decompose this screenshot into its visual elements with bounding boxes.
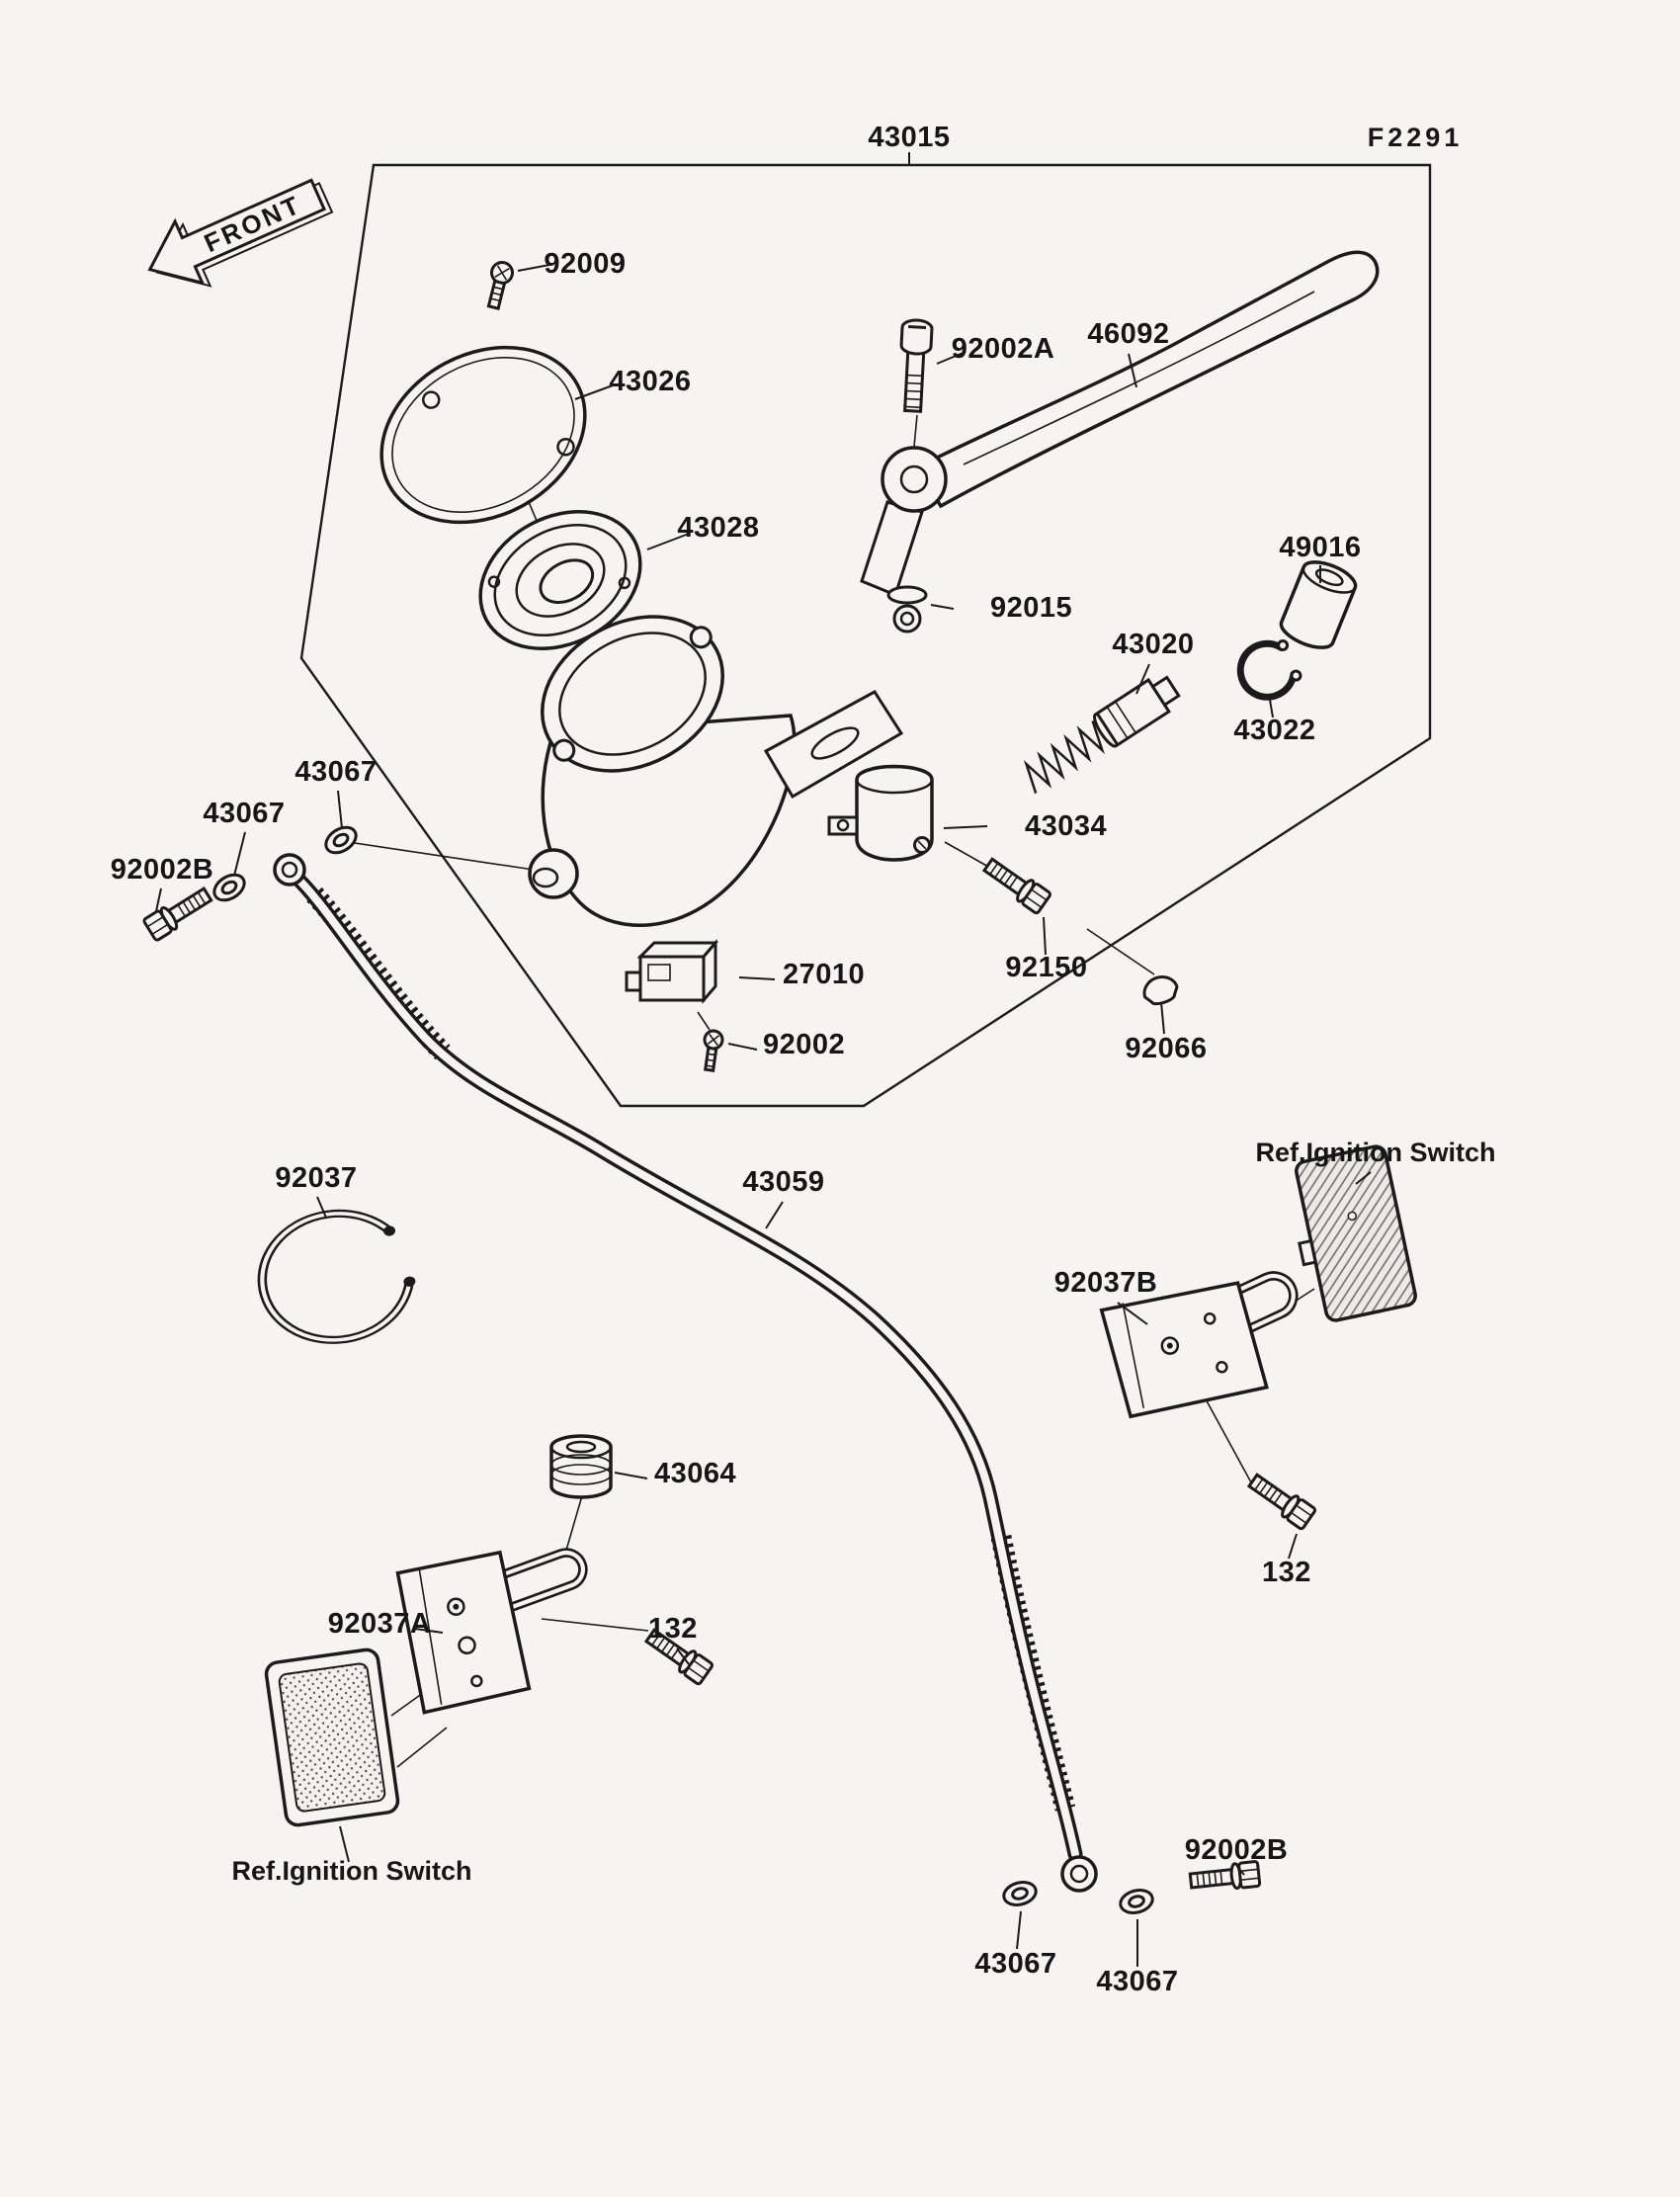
part-label-92002a: 92002A	[952, 333, 1055, 365]
ignition-switch-block-left	[264, 1648, 400, 1827]
bracket-plate-right	[1099, 1281, 1269, 1419]
figure-code-label: F2291	[1368, 123, 1464, 152]
banjo-bolt-92002b-bottom	[1188, 1859, 1262, 1895]
part-label-43067-a: 43067	[294, 756, 377, 788]
hose-banjo-eye-top	[273, 853, 306, 887]
pivot-nut-92015	[886, 585, 928, 634]
part-label-92009: 92009	[544, 248, 626, 280]
part-label-46092: 46092	[1087, 318, 1169, 350]
part-label-43022: 43022	[1233, 715, 1315, 746]
circlip-43022	[1236, 638, 1302, 701]
front-arrow: FRONT	[147, 178, 334, 288]
banjo-boss	[528, 848, 579, 899]
part-label-43028: 43028	[677, 512, 759, 544]
reservoir-opening	[540, 615, 725, 773]
part-label-132-right: 132	[1262, 1557, 1311, 1588]
bolt-132-right	[1244, 1469, 1318, 1532]
part-label-92037b: 92037B	[1054, 1267, 1158, 1299]
part-label-49016: 49016	[1279, 532, 1361, 563]
diaphragm-43028	[478, 510, 642, 650]
clamp-43034	[827, 764, 934, 862]
ignition-switch-block-right	[1295, 1144, 1417, 1322]
part-label-92002: 92002	[763, 1029, 845, 1060]
part-label-43064: 43064	[654, 1458, 736, 1489]
part-label-92015: 92015	[990, 592, 1072, 624]
bracket-92037a	[395, 1548, 588, 1715]
part-label-27010: 27010	[783, 959, 865, 990]
assembly-number-label: 43015	[868, 122, 950, 153]
clamp-bolt-92150	[979, 853, 1053, 916]
boot-49016	[1279, 560, 1358, 649]
bracket-plate-left	[395, 1550, 532, 1715]
brake-lever-46092	[860, 250, 1380, 598]
clamp-ring-92037	[257, 1209, 416, 1344]
cap-screw-92009	[486, 261, 514, 310]
bracket-wire-clamp-right	[1170, 1271, 1299, 1361]
part-label-43067-d: 43067	[1096, 1966, 1178, 1997]
switch-screw-92002	[703, 1029, 724, 1072]
bracket-92037b	[1099, 1271, 1299, 1419]
part-label-43026: 43026	[609, 366, 691, 397]
part-label-43067-c: 43067	[974, 1948, 1056, 1980]
part-label-92037: 92037	[275, 1162, 357, 1194]
leader-lines	[155, 264, 1372, 1967]
grommet-43064	[549, 1434, 613, 1499]
piston-assembly-43020	[1023, 675, 1181, 794]
part-label-43067-b: 43067	[203, 798, 285, 829]
bracket-wire-clamp-left	[476, 1548, 588, 1619]
part-label-132-mid: 132	[648, 1613, 698, 1645]
part-label-43059: 43059	[742, 1166, 824, 1198]
part-labels: 43015 F2291 92009 43026 92002A 46092 430…	[111, 122, 1496, 1997]
part-label-92002b-bottom: 92002B	[1185, 1834, 1289, 1866]
lever-fork	[860, 500, 924, 598]
hose-banjo-eye-bottom	[1060, 1855, 1098, 1893]
brake-hose-43059	[273, 853, 1098, 1893]
part-label-92002b-left: 92002B	[111, 854, 214, 886]
reservoir-cap-43026	[379, 345, 587, 525]
ref-label-ignition-switch-left: Ref.Ignition Switch	[232, 1856, 472, 1886]
piston-spring	[1023, 720, 1105, 794]
brake-switch-27010	[625, 938, 719, 1005]
lever-perch	[763, 690, 904, 800]
washer-43067-upper-a	[208, 868, 251, 907]
lever-pivot-boss	[881, 446, 948, 513]
washer-43067-lower-b	[1116, 1885, 1157, 1918]
part-label-92066: 92066	[1125, 1033, 1207, 1064]
banjo-bolt-92002b-left	[141, 882, 216, 943]
pivot-cap-92066	[1142, 975, 1179, 1006]
part-label-92037a: 92037A	[328, 1608, 432, 1640]
assembly-boundary	[299, 152, 1432, 1108]
ref-label-ignition-switch-right: Ref.Ignition Switch	[1256, 1138, 1496, 1167]
washer-43067-lower-a	[999, 1877, 1041, 1910]
master-cylinder-body	[528, 615, 904, 927]
pivot-bolt-92002a	[899, 318, 934, 413]
part-label-43034: 43034	[1025, 810, 1107, 842]
part-label-43020: 43020	[1112, 629, 1194, 660]
part-label-92150: 92150	[1005, 952, 1087, 983]
